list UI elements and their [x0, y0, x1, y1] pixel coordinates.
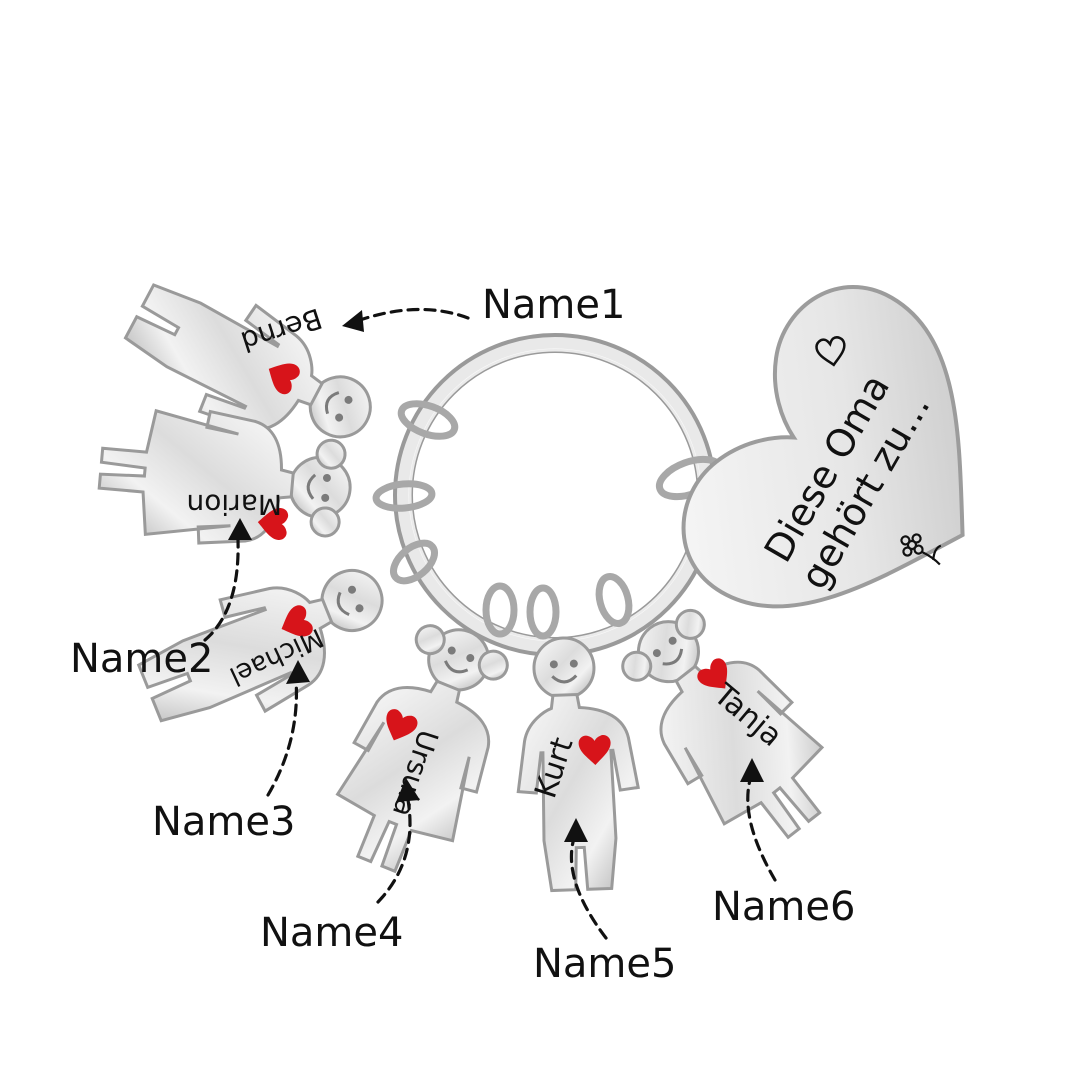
- charm-2: [93, 400, 358, 558]
- flower-icon: [900, 533, 942, 566]
- charm-5: [511, 634, 644, 894]
- charm-4: [313, 605, 533, 891]
- arrow-3: [266, 678, 299, 797]
- label-name3: Name3: [152, 799, 295, 845]
- arrow-6-head: [740, 758, 764, 782]
- label-name4: Name4: [260, 910, 403, 956]
- arrow-2: [203, 538, 240, 642]
- callout-arrows: [203, 307, 777, 940]
- label-name2: Name2: [70, 636, 213, 682]
- arrow-3-head: [286, 660, 310, 684]
- charm-6: [596, 585, 858, 868]
- arrow-1-head: [342, 310, 364, 332]
- charm-1-heart: [268, 363, 300, 395]
- charm-5-heart: [578, 735, 611, 765]
- charm-3-heart: [281, 605, 313, 637]
- label-name5: Name5: [533, 941, 676, 987]
- arrow-6: [746, 778, 777, 882]
- charm-3: [125, 541, 408, 751]
- arrow-4-head: [396, 778, 420, 802]
- charm-2-heart: [257, 508, 289, 540]
- charm-2-engraving: Marion: [187, 488, 282, 521]
- arrow-4: [376, 798, 412, 904]
- charm-6-heart: [697, 658, 728, 689]
- arrow-2-head: [228, 518, 252, 540]
- label-name6: Name6: [712, 884, 855, 930]
- heart-tag: [681, 285, 965, 609]
- label-name1: Name1: [482, 282, 625, 328]
- arrow-1: [358, 307, 470, 322]
- charm-4-heart: [386, 709, 418, 741]
- arrow-5: [569, 836, 608, 940]
- charm-1: [109, 256, 392, 485]
- heart-outline-icon: [815, 336, 846, 367]
- arrow-5-head: [564, 818, 588, 842]
